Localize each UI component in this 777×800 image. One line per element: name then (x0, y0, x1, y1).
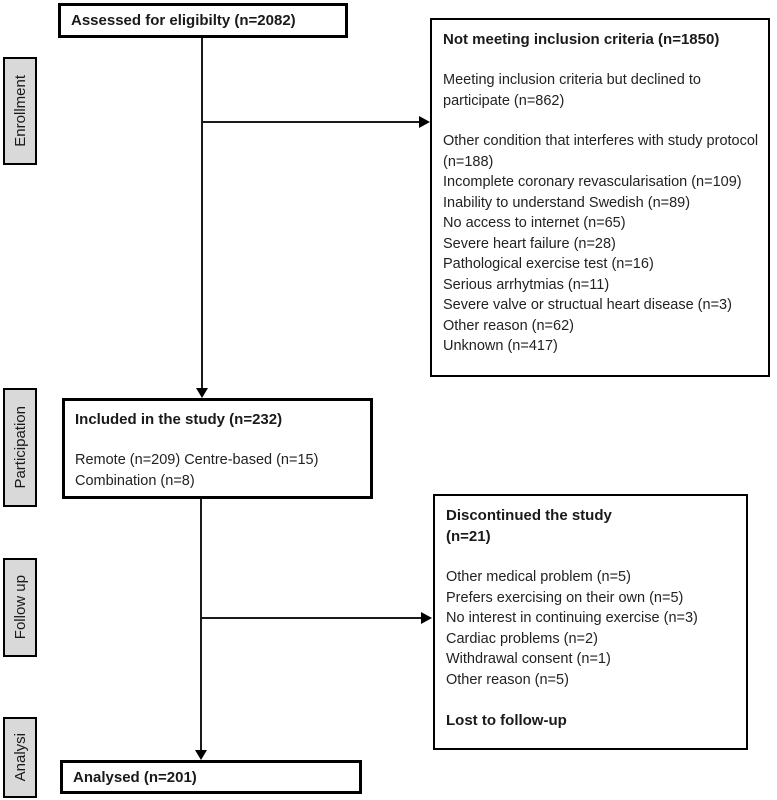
arrow-right-icon (419, 116, 430, 128)
arrow-down-icon (196, 388, 208, 398)
lost-to-follow-up-text: Lost to follow-up (446, 712, 567, 729)
connector-to-not-meeting (201, 121, 420, 123)
connector-to-discontinued (200, 617, 422, 619)
stage-label-analysi-text: Analysi (11, 733, 29, 782)
stage-label-participation: Participation (3, 388, 37, 507)
included-body-text: Remote (n=209) Centre-based (n=15) Combi… (75, 452, 319, 489)
reason-item: Withdrawal consent (n=1) (446, 651, 611, 667)
spacer (446, 547, 740, 567)
arrow-right-icon (421, 612, 432, 624)
spacer (75, 430, 364, 450)
reason-item: Severe valve or structual heart disease … (443, 297, 732, 313)
exclusion-reason-list: Other condition that interferes with stu… (443, 131, 762, 357)
analysed-box: Analysed (n=201) (60, 760, 362, 794)
reason-item: Severe heart failure (n=28) (443, 235, 616, 252)
included-title: Included in the study (n=232) (75, 411, 283, 428)
discontinued-title: Discontinued the study (n=21) (446, 507, 612, 545)
stage-label-follow-up-text: Follow up (11, 575, 29, 640)
connector-assessed-to-included (201, 38, 203, 388)
assessed-title: Assessed for eligibilty (n=2082) (71, 12, 296, 29)
reason-item: No access to internet (n=65) (443, 215, 626, 231)
spacer (446, 690, 740, 710)
connector-included-to-analysed (200, 499, 202, 750)
arrow-down-icon (195, 750, 207, 760)
reason-item: Pathological exercise test (n=16) (443, 256, 654, 272)
reason-item: Other reason (n=5) (446, 671, 569, 688)
stage-label-enrollment-text: Enrollment (11, 75, 29, 147)
reason-item: No interest in continuing exercise (n=3) (446, 610, 698, 626)
assessed-for-eligibility-box: Assessed for eligibilty (n=2082) (58, 3, 348, 38)
reason-item: Unknown (n=417) (443, 338, 558, 354)
stage-label-analysi: Analysi (3, 717, 37, 798)
reason-item: Other medical problem (n=5) (446, 569, 631, 585)
reason-item: Inability to understand Swedish (n=89) (443, 194, 691, 211)
reason-item: Other condition that interferes with stu… (443, 133, 759, 170)
spacer (443, 111, 762, 131)
reason-item: Cardiac problems (n=2) (446, 630, 598, 647)
discontinued-study-box: Discontinued the study (n=21) Other medi… (433, 494, 748, 750)
reason-item: Other reason (n=62) (443, 317, 574, 334)
reason-item: Incomplete coronary revascularisation (n… (443, 174, 742, 190)
stage-label-follow-up: Follow up (3, 558, 37, 657)
declined-text: Meeting inclusion criteria but declined … (443, 72, 701, 109)
not-meeting-criteria-box: Not meeting inclusion criteria (n=1850) … (430, 18, 770, 377)
reason-item: Prefers exercising on their own (n=5) (446, 589, 684, 606)
reason-item: Serious arrhytmias (n=11) (443, 276, 610, 293)
stage-label-enrollment: Enrollment (3, 57, 37, 165)
discontinued-reason-list: Other medical problem (n=5) Prefers exerc… (446, 567, 740, 690)
spacer (443, 50, 762, 70)
not-meeting-title: Not meeting inclusion criteria (n=1850) (443, 31, 720, 48)
included-in-study-box: Included in the study (n=232) Remote (n=… (62, 398, 373, 499)
stage-label-participation-text: Participation (11, 406, 29, 489)
analysed-title: Analysed (n=201) (73, 768, 197, 786)
